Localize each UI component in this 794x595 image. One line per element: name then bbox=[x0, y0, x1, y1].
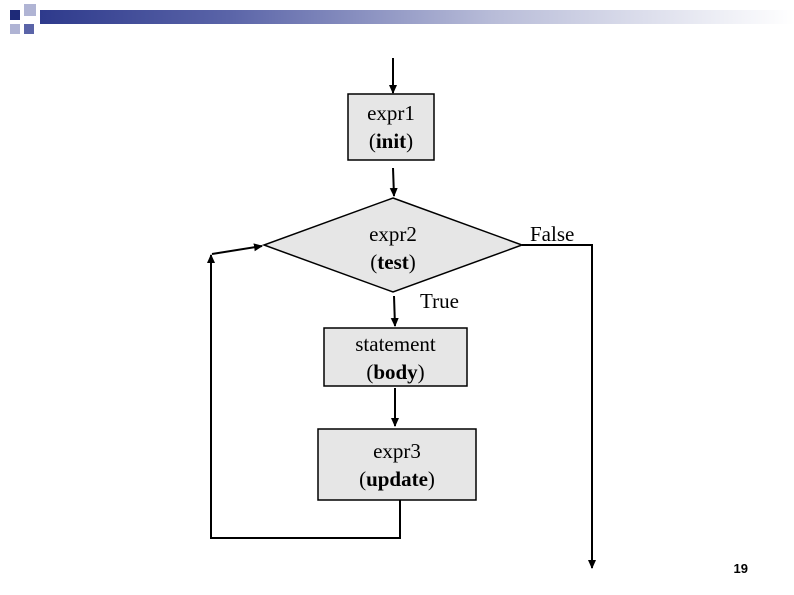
test-expr-text: expr2 bbox=[369, 222, 417, 246]
body-label: statement (body) bbox=[324, 330, 467, 386]
init-expr-text: expr1 bbox=[367, 101, 415, 125]
init-box bbox=[347, 93, 435, 161]
corner-square-light bbox=[10, 24, 20, 34]
corner-squares-logo bbox=[10, 4, 36, 34]
loop-back-line bbox=[207, 254, 401, 539]
update-label: expr3 (update) bbox=[318, 437, 476, 493]
page-number: 19 bbox=[733, 561, 748, 576]
corner-square-dark bbox=[10, 10, 20, 20]
init-to-test-arrow bbox=[389, 167, 398, 197]
corner-square-light bbox=[24, 4, 36, 16]
init-role-text: (init) bbox=[368, 129, 414, 153]
init-label: expr1 (init) bbox=[348, 99, 434, 155]
update-role-text: (update) bbox=[359, 467, 435, 491]
update-box bbox=[317, 428, 477, 501]
body-box bbox=[323, 327, 468, 387]
true-label: True bbox=[420, 289, 459, 313]
test-to-body-arrow bbox=[390, 295, 399, 327]
corner-square-dark bbox=[24, 24, 34, 34]
false-label: False bbox=[530, 222, 575, 246]
body-expr-text: statement bbox=[355, 332, 436, 356]
test-diamond bbox=[261, 197, 525, 293]
body-role-text: (body) bbox=[366, 360, 425, 384]
update-expr-text: expr3 bbox=[373, 439, 421, 463]
test-role-text: (test) bbox=[370, 250, 416, 274]
false-branch-arrow bbox=[522, 244, 596, 569]
title-bar-gradient bbox=[40, 10, 794, 24]
test-label: expr2 (test) bbox=[334, 220, 452, 276]
loop-back-arrow bbox=[211, 243, 263, 255]
